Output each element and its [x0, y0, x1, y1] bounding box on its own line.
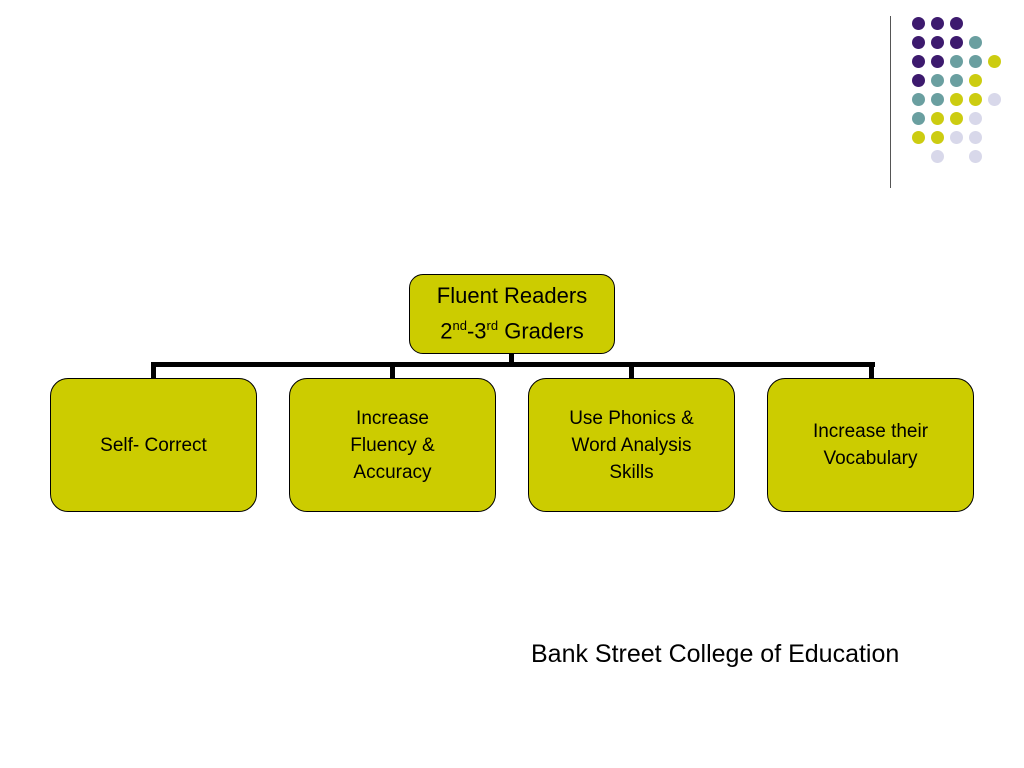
child-node-label: Use Phonics & Word Analysis Skills — [569, 407, 694, 483]
decorative-dot — [931, 150, 944, 163]
decorative-dot — [950, 36, 963, 49]
decorative-dot — [969, 150, 982, 163]
decorative-dot — [950, 74, 963, 87]
decorative-vertical-rule — [890, 16, 891, 188]
child-node-label: Increase Fluency & Accuracy — [350, 407, 435, 483]
decorative-dot — [931, 17, 944, 30]
connector-horizontal-bar — [151, 362, 875, 367]
decorative-dot — [950, 93, 963, 106]
child-node-label: Self- Correct — [100, 434, 207, 456]
decorative-dot — [931, 131, 944, 144]
grade-start-suffix: nd — [452, 318, 467, 334]
grade-start: 2 — [440, 318, 453, 344]
root-node: Fluent Readers 2nd-3rd Graders — [409, 274, 615, 354]
connector-drop-3 — [629, 362, 634, 378]
root-node-text: Fluent Readers 2nd-3rd Graders — [437, 281, 587, 346]
grade-end-suffix: rd — [486, 318, 499, 334]
child-node-phonics-word-analysis: Use Phonics & Word Analysis Skills — [528, 378, 735, 512]
decorative-dot — [969, 131, 982, 144]
decorative-dot — [912, 131, 925, 144]
decorative-dot — [912, 36, 925, 49]
decorative-dot — [912, 74, 925, 87]
decorative-dot — [969, 112, 982, 125]
decorative-dot — [912, 17, 925, 30]
decorative-dot — [931, 93, 944, 106]
decorative-dot — [969, 55, 982, 68]
decorative-dot — [969, 74, 982, 87]
decorative-dot — [950, 112, 963, 125]
decorative-dot — [912, 55, 925, 68]
decorative-dot — [950, 17, 963, 30]
connector-drop-4 — [869, 362, 874, 378]
decorative-dot-pattern — [900, 8, 1020, 178]
connector-root-stem — [509, 354, 514, 366]
decorative-dot — [912, 93, 925, 106]
decorative-dot — [931, 55, 944, 68]
connector-drop-1 — [151, 362, 156, 378]
decorative-dot — [988, 93, 1001, 106]
child-node-label: Increase their Vocabulary — [812, 421, 929, 469]
grade-rest: Graders — [498, 318, 584, 344]
grade-separator: -3 — [466, 318, 487, 344]
decorative-dot — [931, 36, 944, 49]
decorative-dot — [969, 93, 982, 106]
decorative-dot — [950, 131, 963, 144]
child-node-vocabulary: Increase their Vocabulary — [767, 378, 974, 512]
footer-institution: Bank Street College of Education — [531, 640, 900, 668]
root-node-title: Fluent Readers — [436, 283, 588, 309]
decorative-dot — [988, 55, 1001, 68]
child-node-fluency-accuracy: Increase Fluency & Accuracy — [289, 378, 496, 512]
decorative-dot — [950, 55, 963, 68]
root-node-subtitle: 2nd-3rd Graders — [437, 311, 587, 346]
connector-drop-2 — [390, 362, 395, 378]
child-node-self-correct: Self- Correct — [50, 378, 257, 512]
decorative-dot — [931, 112, 944, 125]
decorative-dot — [912, 112, 925, 125]
decorative-dot — [969, 36, 982, 49]
decorative-dot — [931, 74, 944, 87]
